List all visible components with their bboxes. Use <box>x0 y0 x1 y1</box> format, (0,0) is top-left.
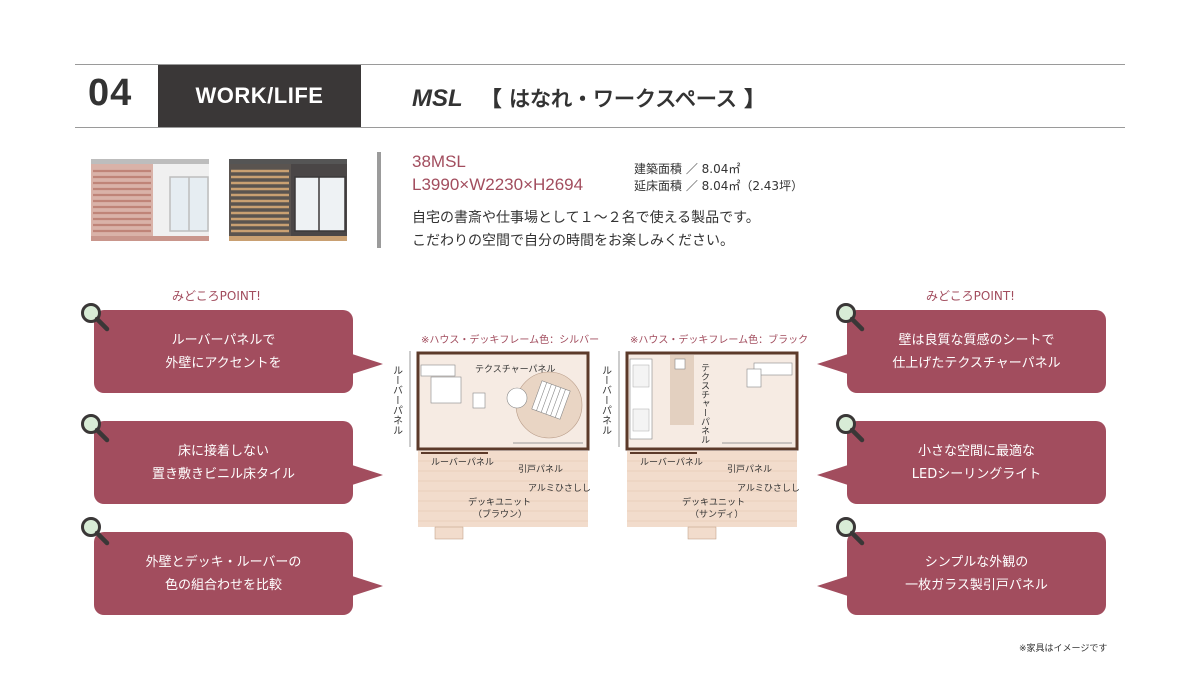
point-bubble: 壁は良質な質感のシートで 仕上げたテクスチャーパネル <box>817 310 1106 393</box>
magnifier-icon <box>836 517 865 546</box>
label-deck: デッキユニット <box>682 496 745 508</box>
label-sliding: 引戸パネル <box>727 464 772 475</box>
model-name: MSL <box>412 85 463 112</box>
point-text: 小さな空間に最適な <box>917 443 1035 459</box>
area-info: 建築面積 ／ 8.04㎡ 延床面積 ／ 8.04㎡（2.43坪） <box>634 161 803 195</box>
point-text: 一枚ガラス製引戸パネル <box>905 577 1048 593</box>
section-number: 04 <box>88 72 133 114</box>
point-title-right: みどころPOINT! <box>926 289 1015 303</box>
label-sliding: 引戸パネル <box>518 464 563 475</box>
magnifier-icon <box>81 303 110 332</box>
point-bubble: シンプルな外観の 一枚ガラス製引戸パネル <box>817 532 1106 615</box>
point-text: シンプルな外観の <box>924 554 1029 570</box>
spec-divider <box>377 152 381 248</box>
label-eave: アルミひさしし <box>737 483 800 494</box>
point-text: LEDシーリングライト <box>911 466 1042 482</box>
label-louver: ルーバーパネル <box>640 457 703 468</box>
model-subtitle: 【 はなれ・ワークスペース 】 <box>480 87 766 111</box>
label-deck-color: （ブラウン） <box>473 508 527 520</box>
building-area: 建築面積 ／ 8.04㎡ <box>634 162 741 176</box>
page-title: MSL 【 はなれ・ワークスペース 】 <box>412 83 765 113</box>
house-exterior-black-icon <box>229 159 347 241</box>
magnifier-icon <box>81 517 110 546</box>
point-title-left: みどころPOINT! <box>172 289 261 303</box>
magnifier-icon <box>836 303 865 332</box>
description: 自宅の書斎や仕事場として１〜２名で使える製品です。 こだわりの空間で自分の時間を… <box>412 207 760 253</box>
point-text: 置き敷きビニル床タイル <box>151 466 295 482</box>
point-text: 色の組合わせを比較 <box>164 577 282 593</box>
point-bubble: 外壁とデッキ・ルーバーの 色の組合わせを比較 <box>94 532 383 615</box>
point-bubble: 小さな空間に最適な LEDシーリングライト <box>817 421 1106 504</box>
point-text: 外壁にアクセントを <box>165 355 282 371</box>
floor-plan-black: ルーバーパネル テクスチャーパネル ルーバーパネル 引戸パネル アルミひさしし … <box>602 345 802 543</box>
top-rule <box>75 64 1125 65</box>
label-deck: デッキユニット <box>468 496 531 508</box>
label-eave: アルミひさしし <box>528 483 591 494</box>
point-text: 外壁とデッキ・ルーバーの <box>145 554 302 570</box>
point-text: ルーバーパネルで <box>171 332 276 348</box>
label-texture: テクスチャーパネル <box>699 363 710 444</box>
label-louver: ルーバーパネル <box>431 457 494 468</box>
footnote: ※家具はイメージです <box>1019 644 1108 654</box>
spec-code: 38MSL <box>412 152 466 171</box>
magnifier-icon <box>81 414 110 443</box>
point-text: 壁は良質な質感のシートで <box>898 332 1055 348</box>
description-line: 自宅の書斎や仕事場として１〜２名で使える製品です。 <box>412 210 760 226</box>
label-texture: テクスチャーパネル <box>475 364 556 375</box>
magnifier-icon <box>836 414 865 443</box>
point-text: 仕上げたテクスチャーパネル <box>892 355 1061 371</box>
point-bubble: 床に接着しない 置き敷きビニル床タイル <box>94 421 383 504</box>
description-line: こだわりの空間で自分の時間をお楽しみください。 <box>412 233 734 249</box>
point-bubble: ルーバーパネルで 外壁にアクセントを <box>94 310 383 393</box>
point-text: 床に接着しない <box>177 443 269 459</box>
spec-dimensions: L3990×W2230×H2694 <box>412 175 584 194</box>
house-exterior-silver-icon <box>91 159 209 241</box>
floor-plan-silver: ルーバーパネル テクスチャーパネル ルーバーパネル 引戸パネル アルミひさしし … <box>393 345 593 543</box>
label-louver-side: ルーバーパネル <box>393 365 403 435</box>
label-deck-color: （サンディ） <box>690 508 743 520</box>
plan-caption-black: ※ハウス・デッキフレーム色：ブラック <box>630 335 809 346</box>
floor-area: 延床面積 ／ 8.04㎡（2.43坪） <box>634 179 804 193</box>
plan-caption-silver: ※ハウス・デッキフレーム色：シルバー <box>421 335 600 346</box>
category-tag: WORK/LIFE <box>158 65 361 127</box>
bottom-rule <box>75 127 1125 128</box>
label-louver-side: ルーバーパネル <box>602 365 612 435</box>
